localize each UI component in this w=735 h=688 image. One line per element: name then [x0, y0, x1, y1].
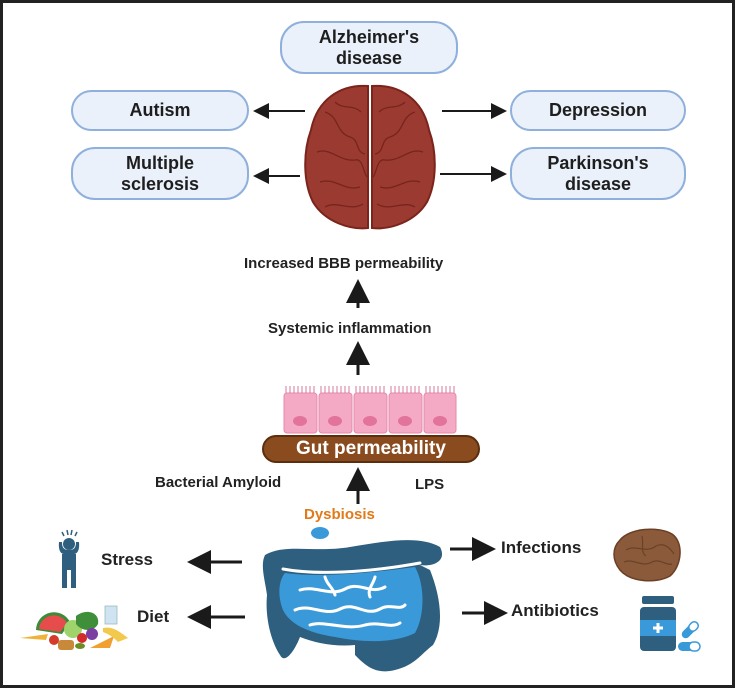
stress-label: Stress	[101, 550, 153, 569]
pill-alzheimers: Alzheimer's disease	[280, 21, 458, 74]
alzheimers-label: Alzheimer's disease	[318, 26, 420, 68]
infections-label: Infections	[501, 538, 582, 557]
gut-permeability-label: Gut permeability	[296, 438, 446, 459]
antibiotics-label: Antibiotics	[511, 601, 599, 620]
bacterial-amyloid-label: Bacterial Amyloid	[155, 474, 282, 491]
pill-multiple-sclerosis: Multiple sclerosis	[71, 147, 249, 200]
pill-depression: Depression	[510, 90, 686, 131]
epithelium-cells-icon	[283, 386, 457, 434]
pathogen-icon	[613, 528, 681, 582]
diet-label: Diet	[137, 607, 170, 626]
medicine-bottle-icon	[640, 596, 701, 652]
gut-permeability-bar: Gut permeability	[262, 435, 480, 463]
dysbiosis-label: Dysbiosis	[304, 506, 375, 523]
food-icon	[20, 605, 128, 650]
lps-label: LPS	[415, 476, 445, 493]
intestine-icon	[262, 527, 443, 672]
brain-icon	[304, 84, 436, 230]
parkinsons-label: Parkinson's disease	[547, 152, 649, 194]
depression-label: Depression	[548, 100, 648, 120]
inflammation-label: Systemic inflammation	[268, 320, 432, 337]
multiple-sclerosis-label: Multiple sclerosis	[120, 152, 200, 194]
pill-autism: Autism	[71, 90, 249, 131]
pill-parkinsons: Parkinson's disease	[510, 147, 686, 200]
bbb-label: Increased BBB permeability	[244, 255, 444, 272]
autism-label: Autism	[129, 100, 191, 120]
stressed-person-icon	[58, 529, 80, 588]
